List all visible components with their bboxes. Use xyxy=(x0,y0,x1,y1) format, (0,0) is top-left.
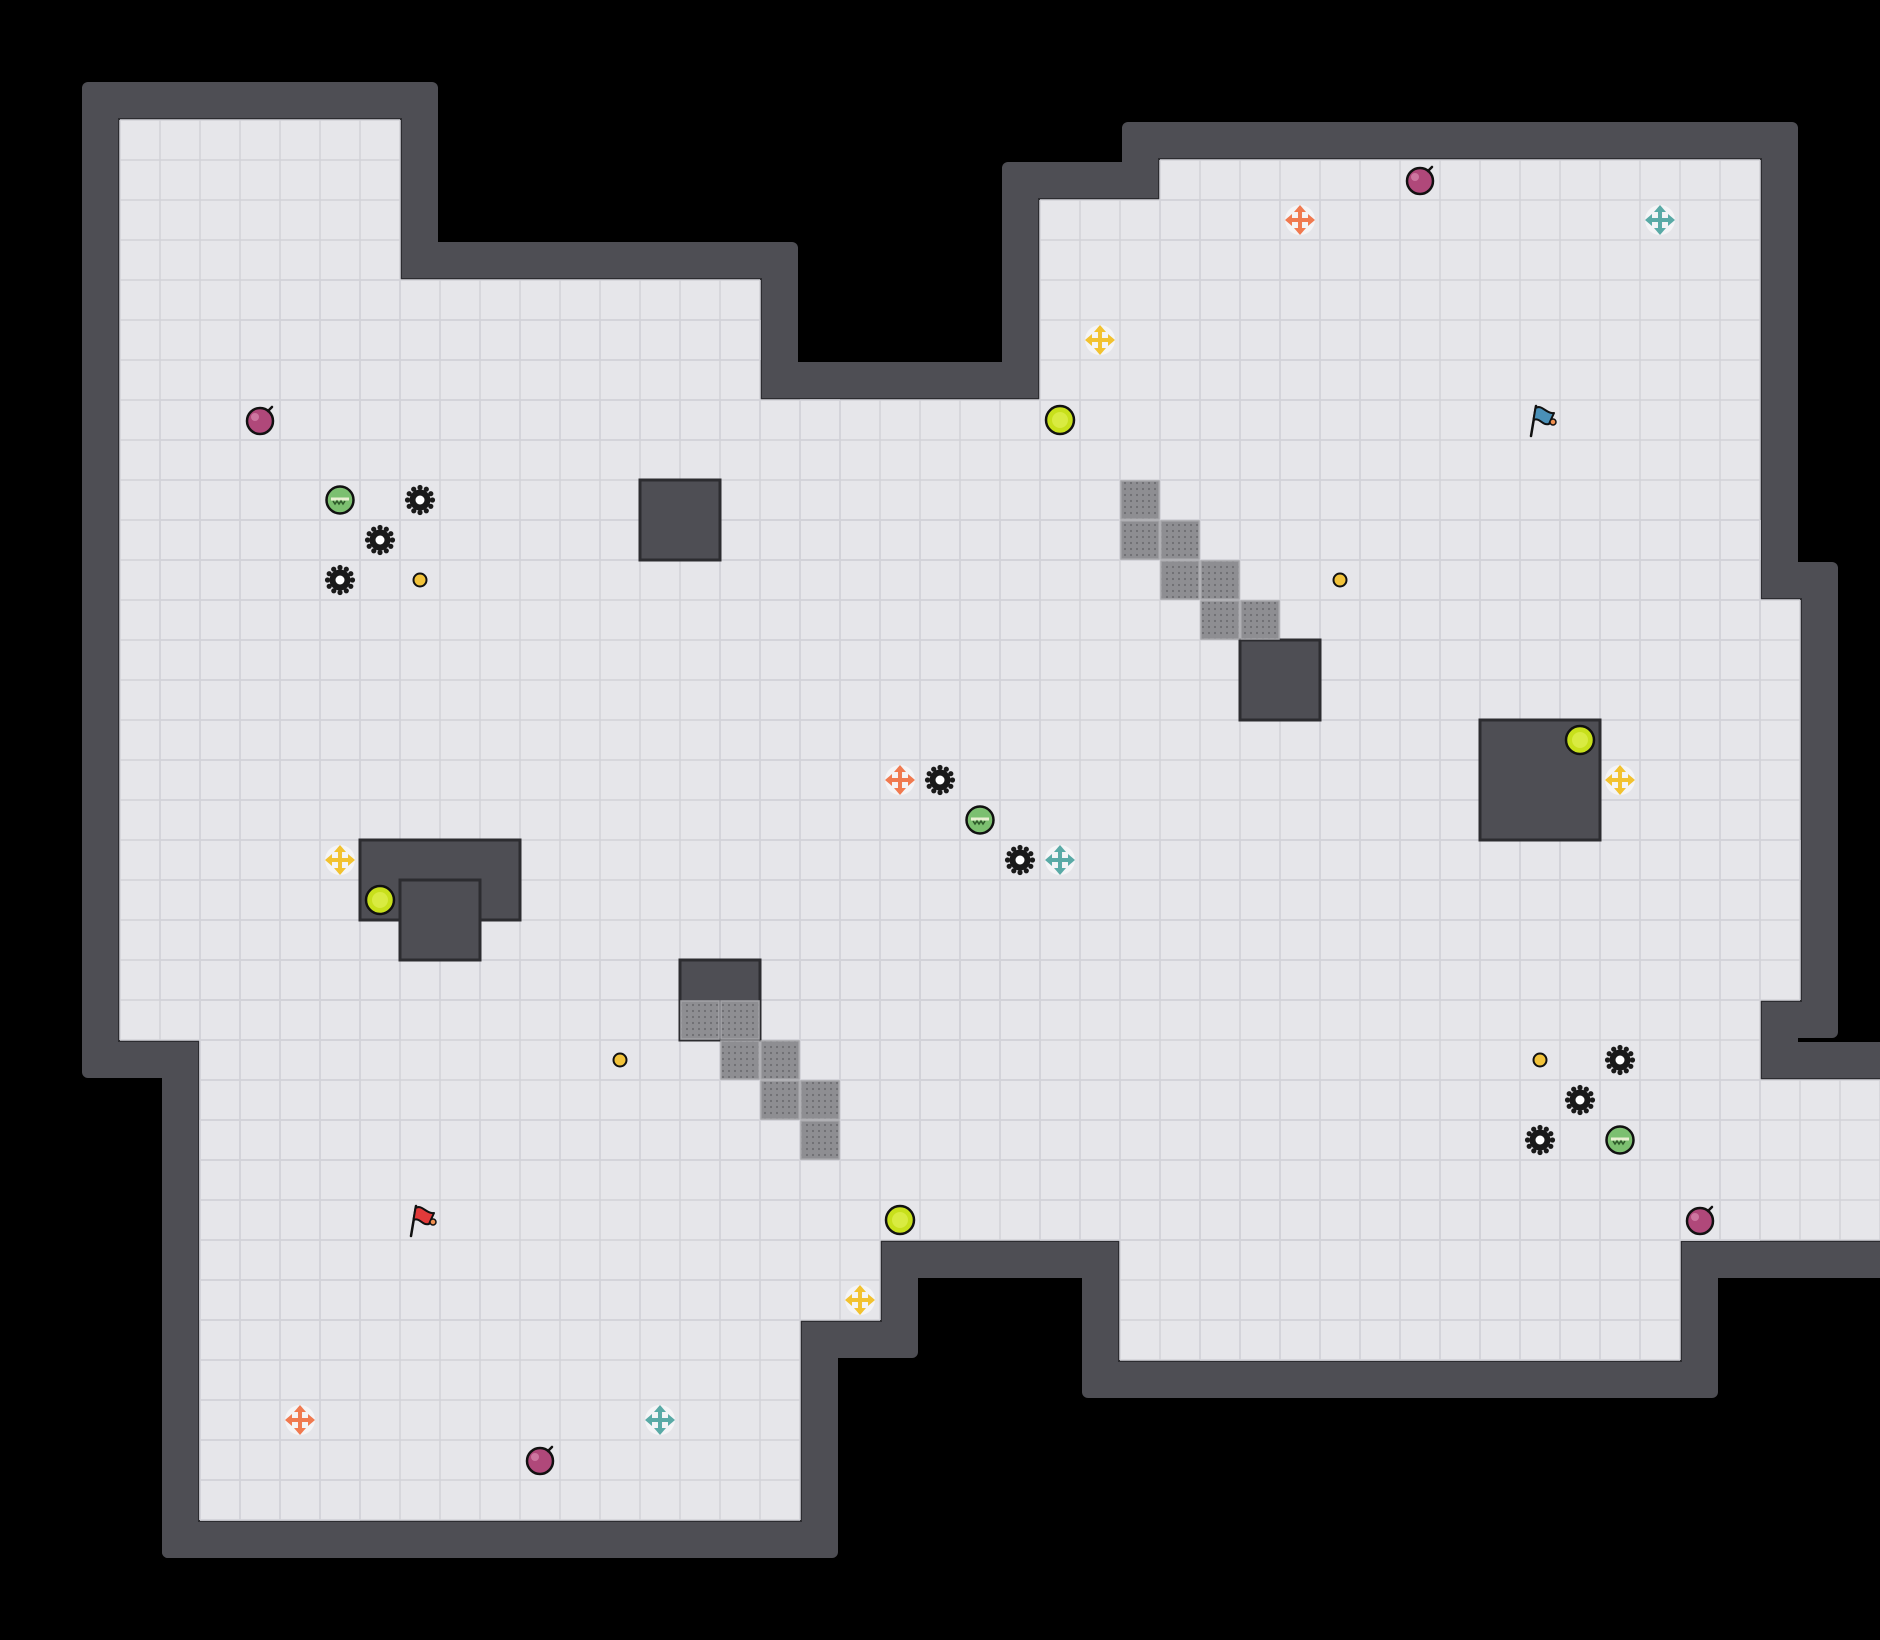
crate-tile[interactable] xyxy=(1120,480,1160,520)
inner-wall-blocks xyxy=(358,478,1602,1042)
energy-orb-icon[interactable] xyxy=(1040,400,1080,440)
boost-arrows-yellow-icon[interactable] xyxy=(840,1280,880,1320)
boost-arrows-yellow-icon[interactable] xyxy=(320,840,360,880)
red-team-flag-icon[interactable] xyxy=(400,1200,440,1240)
spike-mine-icon[interactable] xyxy=(400,480,440,520)
spike-mine-icon[interactable] xyxy=(360,520,400,560)
bomb-icon[interactable] xyxy=(240,400,280,440)
boost-arrows-teal-icon[interactable] xyxy=(1640,200,1680,240)
coin-icon[interactable] xyxy=(1520,1040,1560,1080)
coin-icon[interactable] xyxy=(1320,560,1360,600)
bomb-icon[interactable] xyxy=(520,1440,560,1480)
crate-tile[interactable] xyxy=(800,1080,840,1120)
bomb-icon[interactable] xyxy=(1400,160,1440,200)
crate-tile[interactable] xyxy=(800,1120,840,1160)
boost-arrows-teal-icon[interactable] xyxy=(1040,840,1080,880)
energy-orb-icon[interactable] xyxy=(360,880,400,920)
energy-orb-icon[interactable] xyxy=(880,1200,920,1240)
shield-powerup-icon[interactable] xyxy=(960,800,1000,840)
crate-tile[interactable] xyxy=(1160,520,1200,560)
boost-arrows-orange-icon[interactable] xyxy=(1280,200,1320,240)
boost-arrows-orange-icon[interactable] xyxy=(880,760,920,800)
crate-tile[interactable] xyxy=(1160,560,1200,600)
crate-tile[interactable] xyxy=(1200,560,1240,600)
crate-tile[interactable] xyxy=(1240,600,1280,640)
spike-mine-icon[interactable] xyxy=(1560,1080,1600,1120)
coin-icon[interactable] xyxy=(400,560,440,600)
energy-orb-icon[interactable] xyxy=(1560,720,1600,760)
crate-tile[interactable] xyxy=(760,1040,800,1080)
shield-powerup-icon[interactable] xyxy=(1600,1120,1640,1160)
coin-icon[interactable] xyxy=(600,1040,640,1080)
boost-arrows-yellow-icon[interactable] xyxy=(1600,760,1640,800)
blue-team-flag-icon[interactable] xyxy=(1520,400,1560,440)
crate-tile[interactable] xyxy=(760,1080,800,1120)
boost-arrows-yellow-icon[interactable] xyxy=(1080,320,1120,360)
spike-mine-icon[interactable] xyxy=(1000,840,1040,880)
spike-mine-icon[interactable] xyxy=(1520,1120,1560,1160)
wall-block xyxy=(1238,638,1322,722)
crate-tiles xyxy=(680,480,1280,1160)
wall-block xyxy=(398,878,482,962)
boost-arrows-teal-icon[interactable] xyxy=(640,1400,680,1440)
shield-powerup-icon[interactable] xyxy=(320,480,360,520)
floor-grid xyxy=(119,119,1880,1521)
crate-tile[interactable] xyxy=(720,1000,760,1040)
boost-arrows-orange-icon[interactable] xyxy=(280,1400,320,1440)
spike-mine-icon[interactable] xyxy=(320,560,360,600)
spike-mine-icon[interactable] xyxy=(920,760,960,800)
crate-tile[interactable] xyxy=(680,1000,720,1040)
floor-tile-region xyxy=(920,960,1040,1160)
crate-tile[interactable] xyxy=(1120,520,1160,560)
wall-block xyxy=(638,478,722,562)
crate-tile[interactable] xyxy=(720,1040,760,1080)
crate-tile[interactable] xyxy=(1200,600,1240,640)
spike-mine-icon[interactable] xyxy=(1600,1040,1640,1080)
bomb-icon[interactable] xyxy=(1680,1200,1720,1240)
